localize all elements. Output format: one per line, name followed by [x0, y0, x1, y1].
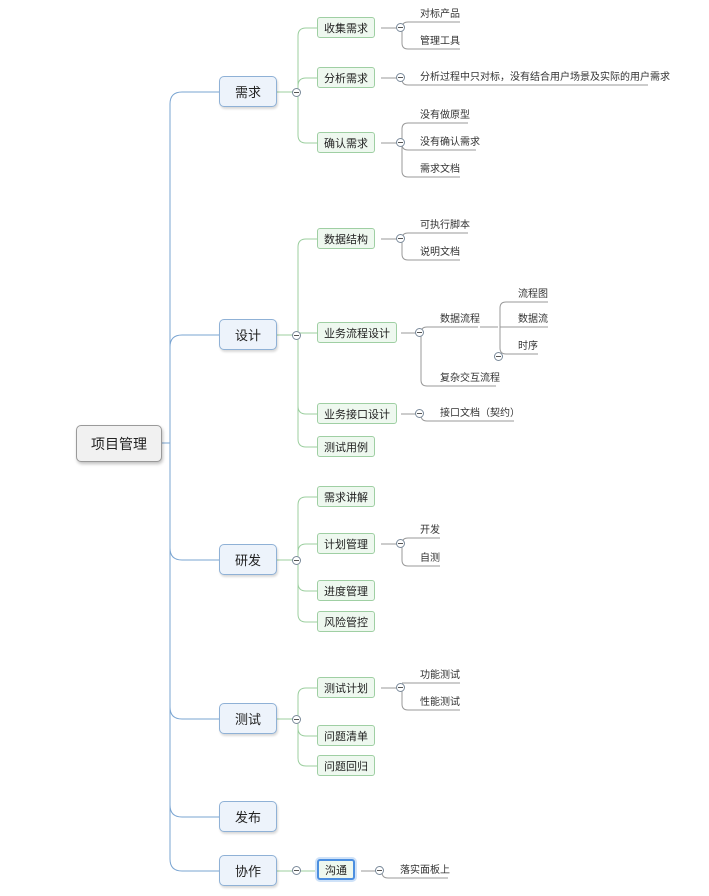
- minus-circle-icon[interactable]: [494, 352, 503, 361]
- topic-test-cases[interactable]: 测试用例: [317, 436, 375, 457]
- leaf-interface-doc[interactable]: 接口文档（契约）: [440, 408, 520, 419]
- minus-circle-icon[interactable]: [292, 88, 301, 97]
- minus-circle-icon[interactable]: [292, 331, 301, 340]
- minus-circle-icon[interactable]: [292, 715, 301, 724]
- branch-node-testing[interactable]: 测试: [219, 703, 277, 734]
- leaf-self-test[interactable]: 自测: [420, 553, 440, 564]
- leaf-develop[interactable]: 开发: [420, 525, 440, 536]
- leaf-no-prototype[interactable]: 没有做原型: [420, 110, 470, 121]
- topic-issue-list[interactable]: 问题清单: [317, 725, 375, 746]
- branch-node-requirements[interactable]: 需求: [219, 76, 277, 107]
- minus-circle-icon[interactable]: [415, 328, 424, 337]
- minus-circle-icon[interactable]: [396, 23, 405, 32]
- topic-data-structure[interactable]: 数据结构: [317, 228, 375, 249]
- leaf-dataflow[interactable]: 数据流: [518, 314, 548, 325]
- topic-progress-management[interactable]: 进度管理: [317, 580, 375, 601]
- topic-collect-requirements[interactable]: 收集需求: [317, 17, 375, 38]
- topic-requirement-briefing[interactable]: 需求讲解: [317, 486, 375, 507]
- leaf-implement-on-board[interactable]: 落实面板上: [400, 865, 450, 876]
- root-node[interactable]: 项目管理: [76, 425, 162, 462]
- topic-risk-control[interactable]: 风险管控: [317, 611, 375, 632]
- leaf-flowchart[interactable]: 流程图: [518, 289, 548, 300]
- branch-node-collaboration[interactable]: 协作: [219, 855, 277, 886]
- minus-circle-icon[interactable]: [396, 73, 405, 82]
- topic-plan-management[interactable]: 计划管理: [317, 533, 375, 554]
- minus-circle-icon[interactable]: [292, 556, 301, 565]
- leaf-management-tools[interactable]: 管理工具: [420, 36, 460, 47]
- leaf-requirement-doc[interactable]: 需求文档: [420, 164, 460, 175]
- topic-communication[interactable]: 沟通: [317, 859, 355, 880]
- minus-circle-icon[interactable]: [292, 866, 301, 875]
- leaf-performance-test[interactable]: 性能测试: [420, 697, 460, 708]
- leaf-readme-doc[interactable]: 说明文档: [420, 247, 460, 258]
- topic-business-interface-design[interactable]: 业务接口设计: [317, 403, 397, 424]
- minus-circle-icon[interactable]: [375, 866, 384, 875]
- branch-node-release[interactable]: 发布: [219, 801, 277, 832]
- branch-node-development[interactable]: 研发: [219, 544, 277, 575]
- topic-issue-regression[interactable]: 问题回归: [317, 755, 375, 776]
- topic-analyze-requirements[interactable]: 分析需求: [317, 67, 375, 88]
- minus-circle-icon[interactable]: [396, 138, 405, 147]
- branch-node-design[interactable]: 设计: [219, 319, 277, 350]
- minus-circle-icon[interactable]: [396, 539, 405, 548]
- leaf-functional-test[interactable]: 功能测试: [420, 670, 460, 681]
- leaf-sequence[interactable]: 时序: [518, 341, 538, 352]
- minus-circle-icon[interactable]: [396, 683, 405, 692]
- leaf-data-flow[interactable]: 数据流程: [440, 314, 480, 325]
- minus-circle-icon[interactable]: [415, 409, 424, 418]
- minus-circle-icon[interactable]: [396, 234, 405, 243]
- topic-confirm-requirements[interactable]: 确认需求: [317, 132, 375, 153]
- leaf-complex-interaction[interactable]: 复杂交互流程: [440, 373, 500, 384]
- leaf-analysis-note[interactable]: 分析过程中只对标，没有结合用户场景及实际的用户需求: [420, 72, 670, 83]
- topic-business-flow-design[interactable]: 业务流程设计: [317, 322, 397, 343]
- leaf-executable-script[interactable]: 可执行脚本: [420, 220, 470, 231]
- topic-test-plan[interactable]: 测试计划: [317, 677, 375, 698]
- leaf-benchmark-products[interactable]: 对标产品: [420, 9, 460, 20]
- leaf-no-confirmation[interactable]: 没有确认需求: [420, 137, 480, 148]
